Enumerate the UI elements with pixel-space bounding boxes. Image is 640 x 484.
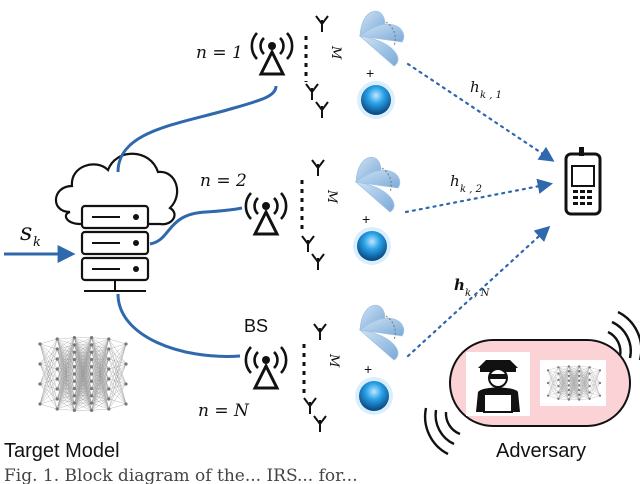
input-subscript: k [33,235,41,250]
input-symbol: s [20,218,32,246]
beam-pattern-1 [358,10,405,67]
bs-tower-icon-1 [250,32,294,76]
signal-orb-2: + [353,211,391,265]
channel-sub-2: k , 2 [460,184,482,195]
channel-label-2: h [450,172,460,190]
channel-label-3: h [454,276,465,294]
plus-sign: + [364,361,372,377]
antenna-array-3: M [302,323,341,432]
n-label-2: n = 2 [200,171,247,191]
backhaul-links [116,85,278,358]
antenna-arrays: M M M [300,15,343,432]
bs-tower-icon-3 [244,346,288,390]
antenna-count-label: M [326,353,341,368]
backhaul-link-2 [149,206,243,246]
beam-patterns: + + + [353,10,405,415]
antenna-array-2: M [300,159,339,270]
beam-pattern-2 [354,156,401,213]
adversary-network-icon [540,360,606,406]
channel-link-1 [406,62,555,162]
channel-sub-3: k , N [465,288,491,299]
mobile-phone-icon [564,147,602,216]
signal-orb-1: + [357,65,395,119]
antenna-count-label: M [328,45,343,60]
antenna-count-label: M [324,189,339,204]
bs-label: BS [244,316,268,336]
backhaul-link-1 [116,85,278,173]
neural-network-icon [38,336,128,412]
beam-pattern-3 [358,304,405,361]
channel-links [404,62,555,358]
hacker-icon [466,352,530,416]
n-label-1: n = 1 [196,43,243,63]
bs-tower-icon-2 [244,192,288,236]
adversary-label: Adversary [496,440,586,462]
signal-orb-3: + [355,361,393,415]
adversary-signal-waves [423,310,640,456]
channel-sub-1: k , 1 [480,90,502,101]
target-model-label: Target Model [4,440,120,462]
plus-sign: + [362,211,370,227]
cloud-server-icon [54,152,179,292]
backhaul-link-3 [116,293,241,358]
plus-sign: + [366,65,374,81]
figure-caption: Fig. 1. Block diagram of the... IRS... f… [4,466,358,484]
channel-label-1: h [470,78,480,96]
n-label-3: n = N [198,401,250,421]
antenna-array-1: M [304,15,343,118]
